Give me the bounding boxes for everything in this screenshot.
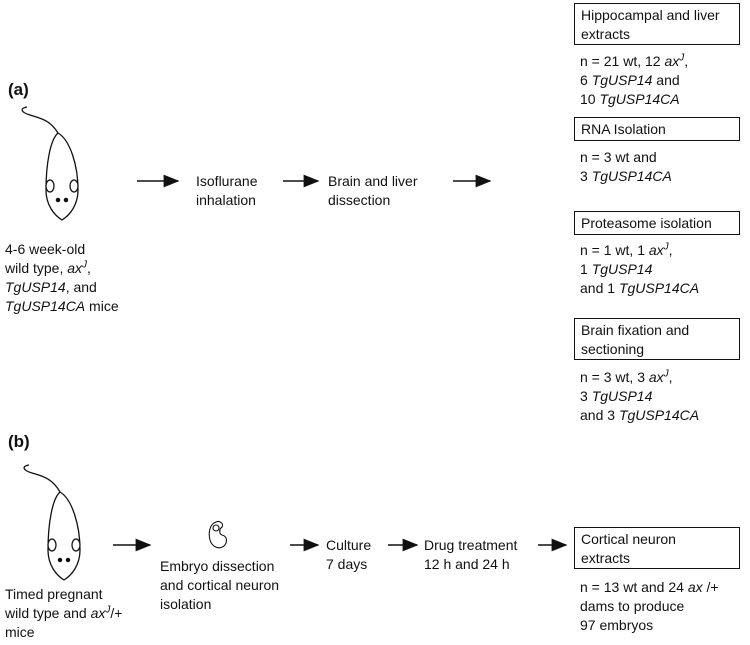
mouse-b-caption: Timed pregnant wild type and axJ/+ mice [5,586,123,640]
output-box-fixation: Brain fixation and sectioning [574,318,740,360]
output-n-proteasome: n = 1 wt, 1 axJ, 1 TgUSP14 and 1 TgUSP14… [580,241,700,296]
step-culture: Culture 7 days [326,537,372,572]
mouse-a-caption: 4-6 week-old wild type, axJ, TgUSP14, an… [5,241,119,314]
panel-a-label: (a) [8,80,29,99]
output-n-cortical: n = 13 wt and 24 ax /+ dams to produce 9… [580,579,719,633]
step-isoflurane: Isoflurane inhalation [196,173,258,208]
mouse-icon [23,464,81,581]
output-n-rna: n = 3 wt and 3 TgUSP14CA [580,149,672,184]
output-n-fixation: n = 3 wt, 3 axJ, 3 TgUSP14 and 3 TgUSP14… [580,368,700,423]
mouse-icon [21,106,79,221]
output-n-hippocampal: n = 21 wt, 12 axJ, 6 TgUSP14 and 10 TgUS… [580,52,689,107]
embryo-icon [208,520,227,549]
step-embryo-dissection: Embryo dissection and cortical neuron is… [160,558,280,612]
output-box-cortical: Cortical neuron extracts [574,527,740,569]
step-drug-treatment: Drug treatment 12 h and 24 h [424,537,518,572]
output-box-hippocampal: Hippocampal and liver extracts [574,3,740,45]
panel-b-label: (b) [8,432,30,451]
output-box-rna: RNA Isolation [574,117,740,141]
output-box-proteasome: Proteasome isolation [574,211,740,235]
step-dissection: Brain and liver dissection [328,173,418,208]
